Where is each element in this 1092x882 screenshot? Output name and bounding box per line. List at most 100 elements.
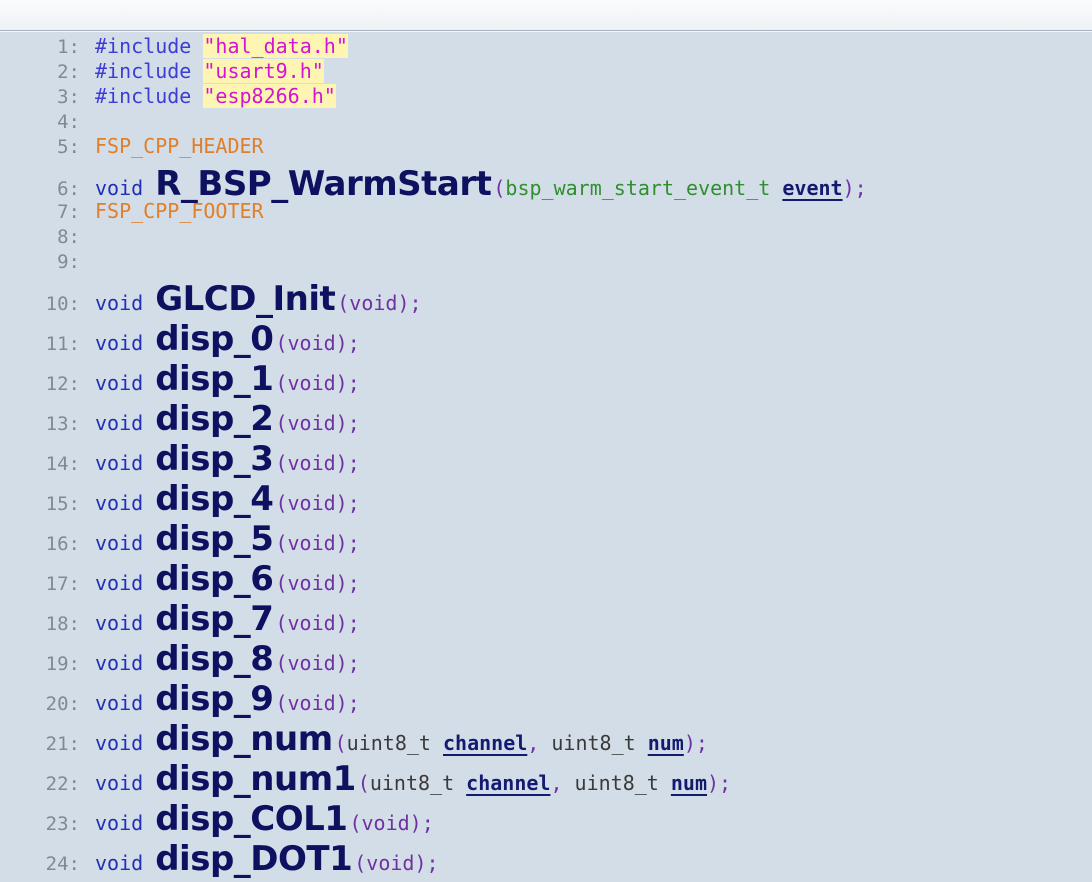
token-param: num xyxy=(670,771,707,795)
token-paren: (void); xyxy=(275,531,360,555)
token-paren: (void); xyxy=(275,451,360,475)
token-kw: void xyxy=(95,571,156,595)
line-number: 4: xyxy=(57,111,80,133)
line-number: 20: xyxy=(45,693,80,715)
token-param: channel xyxy=(466,771,551,795)
code-line[interactable]: 9: xyxy=(0,249,1092,289)
line-number: 23: xyxy=(45,813,80,835)
token-fn: disp_COL1 xyxy=(155,799,348,839)
token-punct: ); xyxy=(707,771,732,795)
gutter-spacer xyxy=(80,84,95,108)
line-number: 14: xyxy=(45,453,80,475)
token-fn: disp_7 xyxy=(155,599,274,639)
code-line[interactable]: 7: FSP_CPP_FOOTER xyxy=(0,199,1092,239)
line-number: 9: xyxy=(57,251,80,273)
token-fn: disp_1 xyxy=(155,359,274,399)
token-punct: , xyxy=(550,771,575,795)
code-line[interactable]: 13: void disp_2(void); xyxy=(0,399,1092,439)
token-fn: disp_5 xyxy=(155,519,274,559)
code-line[interactable]: 5: FSP_CPP_HEADER xyxy=(0,134,1092,174)
code-line[interactable]: 12: void disp_1(void); xyxy=(0,359,1092,399)
token-param: channel xyxy=(443,731,528,755)
token-fn: disp_8 xyxy=(155,639,274,679)
code-line[interactable]: 19: void disp_8(void); xyxy=(0,639,1092,679)
token-paren: ( xyxy=(493,176,506,200)
token-paren: (void); xyxy=(275,691,360,715)
code-line[interactable]: 8: xyxy=(0,224,1092,264)
token-paren: (void); xyxy=(275,611,360,635)
token-kw: void xyxy=(95,771,156,795)
code-line[interactable]: 16: void disp_5(void); xyxy=(0,519,1092,559)
token-paren: (void); xyxy=(275,371,360,395)
token-paren: (void); xyxy=(275,411,360,435)
code-line[interactable]: 23: void disp_COL1(void); xyxy=(0,799,1092,839)
token-paren: (void); xyxy=(354,851,439,875)
token-macro: FSP_CPP_HEADER xyxy=(95,134,264,158)
token-kw: void xyxy=(95,491,156,515)
line-number: 2: xyxy=(57,61,80,83)
token-kw: void xyxy=(95,651,156,675)
token-str: "usart9.h" xyxy=(203,59,324,83)
token-kw: void xyxy=(95,811,156,835)
code-line[interactable]: 1: #include "hal_data.h" xyxy=(0,34,1092,74)
token-kw: void xyxy=(95,531,156,555)
line-number: 1: xyxy=(57,36,80,58)
gutter-spacer xyxy=(80,531,95,555)
code-line[interactable]: 22: void disp_num1(uint8_t channel, uint… xyxy=(0,759,1092,799)
gutter-spacer xyxy=(80,771,95,795)
token-kw-pre: #include xyxy=(95,34,204,58)
line-number: 8: xyxy=(57,226,80,248)
token-paren: (void); xyxy=(275,491,360,515)
gutter-spacer xyxy=(80,59,95,83)
gutter-spacer xyxy=(80,491,95,515)
gutter-spacer xyxy=(80,224,95,248)
code-line[interactable]: 6: void R_BSP_WarmStart(bsp_warm_start_e… xyxy=(0,164,1092,204)
token-kw: void xyxy=(95,331,156,355)
code-line[interactable]: 3: #include "esp8266.h" xyxy=(0,84,1092,124)
code-line[interactable]: 18: void disp_7(void); xyxy=(0,599,1092,639)
line-number: 15: xyxy=(45,493,80,515)
token-paren: (void); xyxy=(349,811,434,835)
code-line[interactable]: 10: void GLCD_Init(void); xyxy=(0,279,1092,319)
line-number: 24: xyxy=(45,853,80,875)
gutter-spacer xyxy=(80,811,95,835)
token-paren: (void); xyxy=(275,571,360,595)
token-fn: GLCD_Init xyxy=(155,279,336,319)
gutter-spacer xyxy=(80,291,95,315)
gutter-spacer xyxy=(80,851,95,875)
token-ptype: uint8_t xyxy=(574,771,671,795)
line-number: 13: xyxy=(45,413,80,435)
token-ptype: uint8_t xyxy=(551,731,648,755)
gutter-spacer xyxy=(80,371,95,395)
line-number: 22: xyxy=(45,773,80,795)
code-line[interactable]: 4: xyxy=(0,109,1092,149)
gutter-spacer xyxy=(80,176,95,200)
line-number: 17: xyxy=(45,573,80,595)
token-kw: void xyxy=(95,611,156,635)
line-number: 18: xyxy=(45,613,80,635)
token-fn: disp_4 xyxy=(155,479,274,519)
gutter-spacer xyxy=(80,331,95,355)
code-line[interactable]: 24: void disp_DOT1(void); xyxy=(0,839,1092,879)
token-str: "esp8266.h" xyxy=(203,84,336,108)
gutter-spacer xyxy=(80,134,95,158)
token-punct: , xyxy=(527,731,552,755)
token-ptype: uint8_t xyxy=(369,771,467,795)
code-line[interactable]: 2: #include "usart9.h" xyxy=(0,59,1092,99)
gutter-spacer xyxy=(80,611,95,635)
token-kw: void xyxy=(95,691,156,715)
code-line[interactable]: 17: void disp_6(void); xyxy=(0,559,1092,599)
code-line[interactable]: 21: void disp_num(uint8_t channel, uint8… xyxy=(0,719,1092,759)
code-line[interactable]: 14: void disp_3(void); xyxy=(0,439,1092,479)
token-kw: void xyxy=(95,851,156,875)
line-number: 19: xyxy=(45,653,80,675)
code-line[interactable]: 15: void disp_4(void); xyxy=(0,479,1092,519)
token-punct: ); xyxy=(683,731,708,755)
token-paren: (void); xyxy=(337,291,422,315)
code-line[interactable]: 11: void disp_0(void); xyxy=(0,319,1092,359)
line-number: 12: xyxy=(45,373,80,395)
code-line[interactable]: 20: void disp_9(void); xyxy=(0,679,1092,719)
line-number: 7: xyxy=(57,201,80,223)
token-paren: ( xyxy=(357,771,370,795)
token-kw: void xyxy=(95,411,156,435)
